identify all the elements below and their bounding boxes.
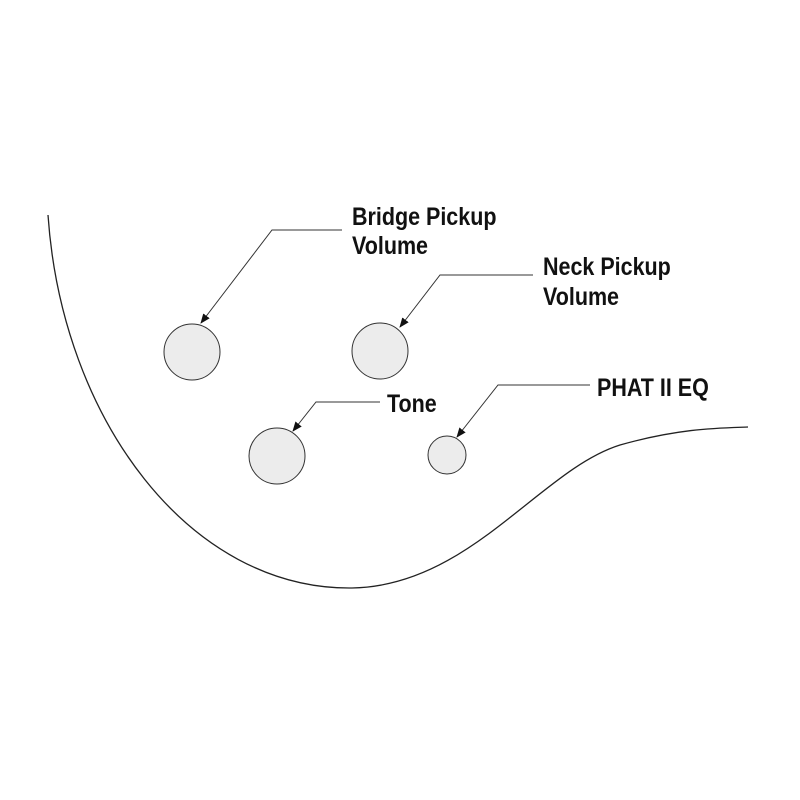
neck-volume-label-line1: Neck Pickup — [543, 252, 671, 280]
bridge-volume-label-line2: Volume — [352, 231, 428, 259]
neck-volume-label-line2: Volume — [543, 282, 619, 310]
phat-eq-leader-arrow — [456, 384, 590, 438]
neck-volume-knob — [351, 322, 409, 380]
guitar-body-outline — [47, 214, 749, 589]
phat-eq-label: PHAT II EQ — [597, 373, 709, 401]
tone-knob — [248, 427, 306, 485]
neck-volume-leader-arrow — [399, 274, 533, 328]
phat-eq-knob — [427, 435, 467, 475]
bridge-volume-knob — [163, 323, 221, 381]
tone-label: Tone — [387, 389, 437, 417]
bridge-volume-label-line1: Bridge Pickup — [352, 202, 496, 230]
bridge-volume-leader-arrow — [200, 229, 342, 324]
tone-leader-arrow — [292, 401, 380, 432]
